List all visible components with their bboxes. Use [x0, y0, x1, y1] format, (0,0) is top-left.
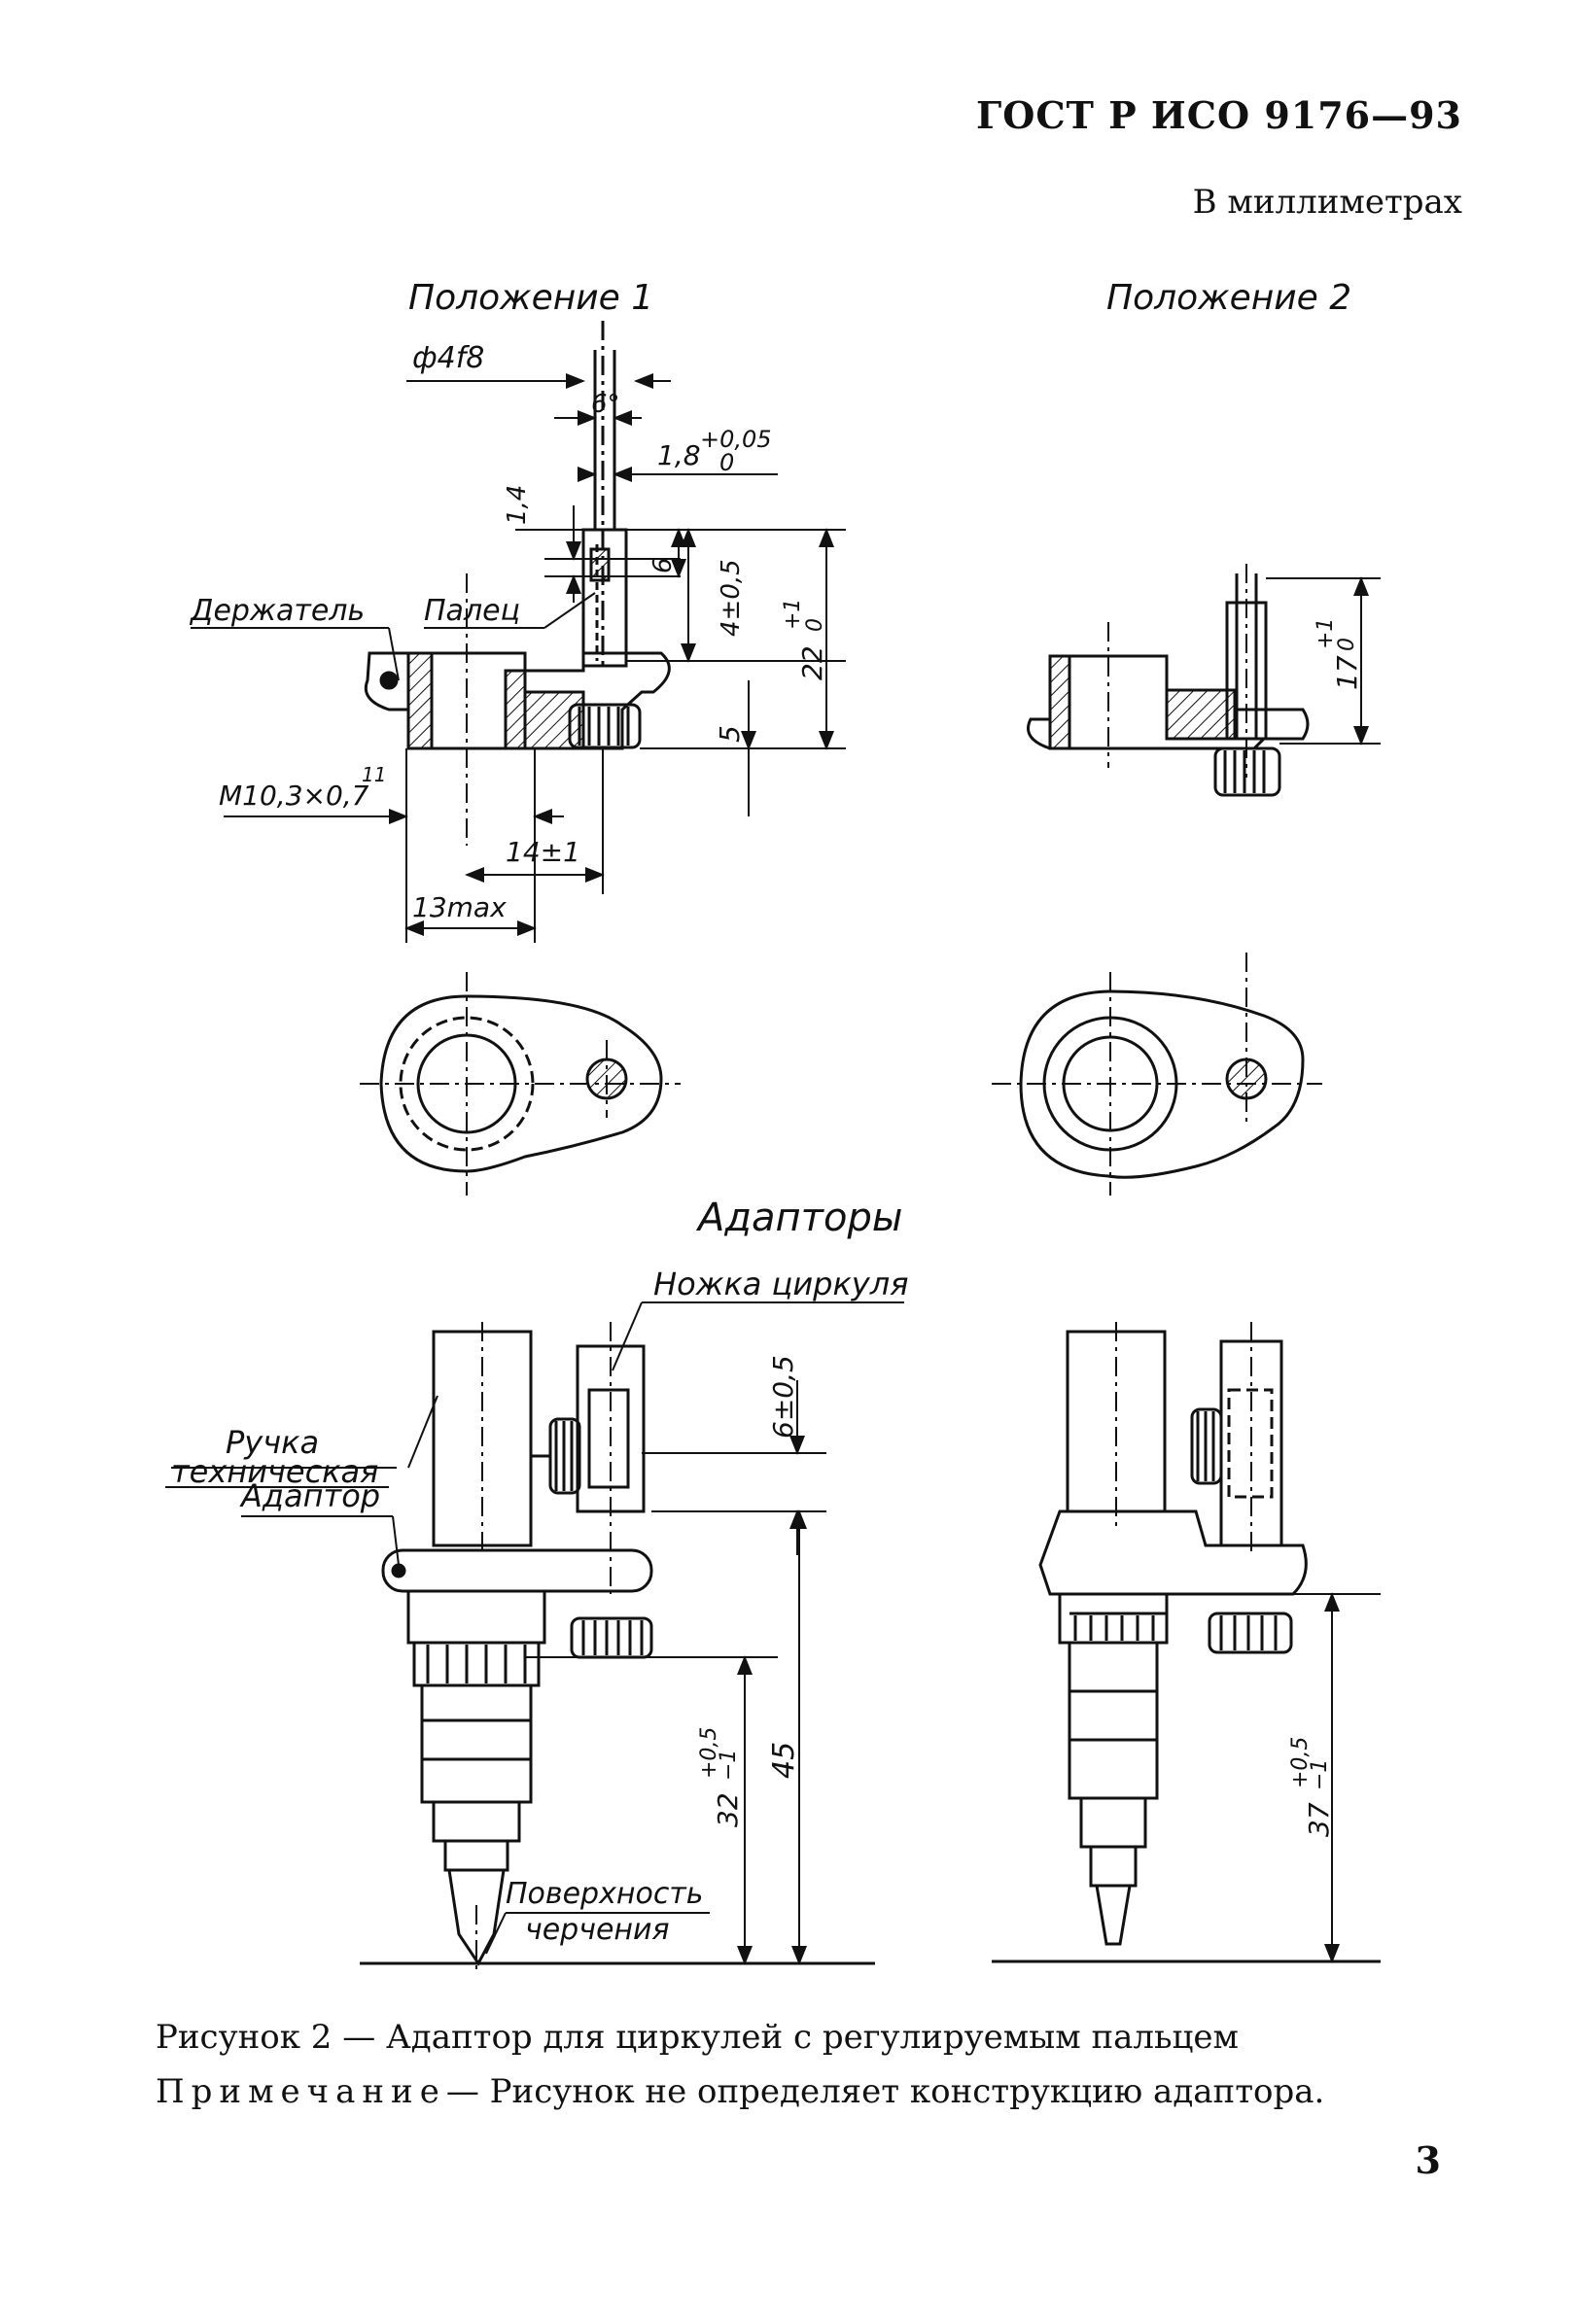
dimensions-position2	[1266, 576, 1381, 746]
page-number: 3	[1415, 2138, 1441, 2182]
position1-title: Положение 1	[408, 278, 653, 318]
label-tol18-up: +0,05	[700, 426, 772, 453]
standard-header: ГОСТ Р ИСО 9176—93	[975, 93, 1462, 137]
dimensions-adapter1	[165, 1301, 904, 1965]
note-text: — Рисунок не определяет конструкцию адап…	[445, 2072, 1325, 2111]
label-d32-low: −1	[717, 1750, 741, 1781]
note-word: Примечание	[156, 2072, 446, 2111]
dimensions-position1	[191, 373, 846, 943]
label-d37-tol: +0,5	[1288, 1737, 1313, 1788]
adapter-assembly-2	[1038, 1322, 1308, 1946]
label-handle1: Ручка	[226, 1424, 319, 1461]
units-note: В миллиметрах	[1192, 183, 1462, 222]
label-d37: 37	[1303, 1802, 1335, 1837]
label-d17-low: 0	[1335, 638, 1359, 651]
label-d22-tol: +1	[781, 599, 805, 630]
label-tol18: 1,8	[657, 439, 701, 471]
label-finger: Палец	[424, 594, 520, 628]
label-d14: 1,4	[503, 485, 532, 525]
label-tol18-low: 0	[719, 449, 734, 476]
label-angle: 6°	[591, 390, 620, 419]
caption-note: Примечание— Рисунок не определяет констр…	[156, 2064, 1324, 2119]
label-d45: 45	[767, 1742, 801, 1779]
holder-top-view-1	[360, 972, 681, 1196]
label-phi: ф4f8	[412, 341, 484, 375]
label-d5: 5	[714, 725, 746, 743]
label-d13max: 13max	[412, 891, 507, 923]
caption-title: Рисунок 2 — Адаптор для циркулей с регул…	[156, 2018, 1239, 2057]
label-d6: 6	[648, 557, 678, 573]
label-d32: 32	[712, 1792, 744, 1827]
label-thread-sup: 11	[362, 763, 386, 786]
holder-top-view-2	[992, 953, 1322, 1196]
label-surface1: Поверхность	[506, 1877, 703, 1911]
label-d6pm: 6±0,5	[767, 1355, 799, 1439]
label-d4: 4±0,5	[717, 559, 746, 637]
label-surface2: черчения	[525, 1913, 670, 1947]
dimensions-adapter2	[992, 1592, 1381, 1963]
adapters-title: Адапторы	[695, 1196, 902, 1240]
label-thread: M10,3×0,7	[219, 780, 369, 812]
adapter-assembly-1	[381, 1322, 653, 1973]
figure-caption: Рисунок 2 — Адаптор для циркулей с регул…	[156, 2010, 1324, 2119]
label-d17: 17	[1331, 655, 1363, 690]
label-d17-tol: +1	[1314, 618, 1338, 649]
label-handle2: техническая	[171, 1453, 378, 1490]
label-d22: 22	[796, 645, 828, 680]
label-adapter: Адаптор	[239, 1477, 380, 1514]
label-d32-tol: +0,5	[697, 1727, 721, 1779]
label-d14pm: 14±1	[506, 836, 580, 868]
label-compass-leg: Ножка циркуля	[653, 1266, 908, 1302]
label-d22-low: 0	[803, 618, 827, 632]
label-holder: Держатель	[189, 594, 365, 628]
label-d37-low: −1	[1308, 1759, 1332, 1790]
position2-title: Положение 2	[1106, 278, 1351, 318]
holder-side-view-2	[1027, 564, 1310, 797]
holder-side-view-1	[364, 321, 671, 846]
